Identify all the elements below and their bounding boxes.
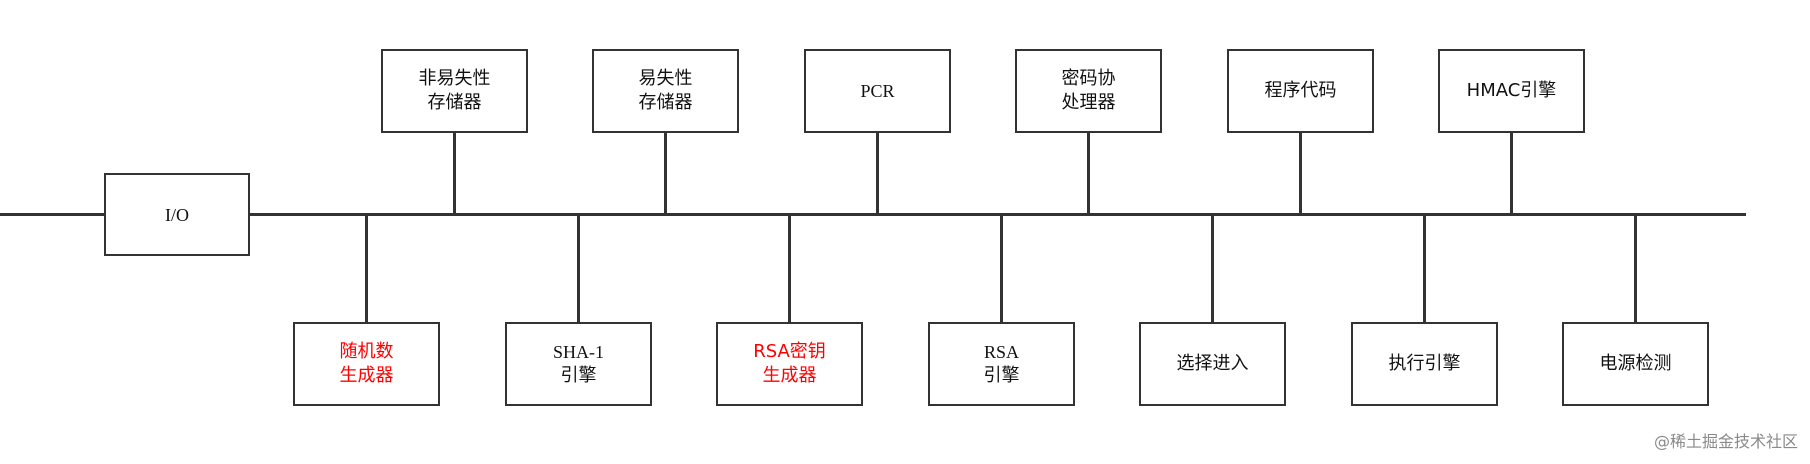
rsa-engine-box: RSA 引擎 [928, 322, 1075, 406]
volatile-storage-label-line1: 易失性 [638, 68, 693, 89]
connector-top-2 [664, 131, 667, 216]
sha1-engine-box: SHA-1 引擎 [505, 322, 652, 406]
rsa-keygen-label-line2: 生成器 [762, 365, 817, 386]
connector-top-4 [1087, 131, 1090, 216]
rsa-keygen-label-line1: RSA密钥 [753, 341, 826, 362]
volatile-storage-box: 易失性 存储器 [592, 49, 739, 133]
crypto-coprocessor-label-line1: 密码协 [1061, 68, 1116, 89]
connector-bottom-6 [1423, 213, 1426, 325]
sha1-label-line1: SHA-1 [552, 342, 604, 362]
pcr-box: PCR [804, 49, 951, 133]
rng-label-line2: 生成器 [339, 365, 394, 386]
connector-top-3 [876, 131, 879, 216]
crypto-coprocessor-box: 密码协 处理器 [1015, 49, 1162, 133]
connector-top-1 [453, 131, 456, 216]
connector-bottom-4 [1000, 213, 1003, 325]
connector-bottom-1 [365, 213, 368, 325]
hmac-engine-box: HMAC引擎 [1438, 49, 1585, 133]
opt-in-label: 选择进入 [1176, 353, 1249, 374]
nonvolatile-storage-label-line1: 非易失性 [418, 68, 491, 89]
connector-bottom-7 [1634, 213, 1637, 325]
power-detection-label: 电源检测 [1599, 353, 1672, 374]
rsa-engine-label-line2: 引擎 [983, 365, 1020, 386]
pcr-label: PCR [860, 81, 895, 101]
crypto-coprocessor-label-line2: 处理器 [1061, 92, 1116, 113]
io-box-label: I/O [165, 204, 189, 225]
nonvolatile-storage-box: 非易失性 存储器 [381, 49, 528, 133]
watermark: @稀土掘金技术社区 [1653, 432, 1798, 451]
connector-top-5 [1299, 131, 1302, 216]
program-code-label: 程序代码 [1264, 80, 1337, 101]
connector-bottom-3 [788, 213, 791, 325]
power-detection-box: 电源检测 [1562, 322, 1709, 406]
execution-engine-label: 执行引擎 [1388, 353, 1461, 374]
volatile-storage-label-line2: 存储器 [638, 92, 693, 113]
rsa-key-generator-box: RSA密钥 生成器 [716, 322, 863, 406]
io-box: I/O [104, 173, 250, 256]
nonvolatile-storage-label-line2: 存储器 [427, 92, 482, 113]
sha1-label-line2: 引擎 [560, 365, 597, 386]
rng-label-line1: 随机数 [339, 341, 394, 362]
opt-in-box: 选择进入 [1139, 322, 1286, 406]
connector-top-6 [1510, 131, 1513, 216]
connector-bottom-2 [577, 213, 580, 325]
rsa-engine-label-line1: RSA [983, 342, 1019, 362]
execution-engine-box: 执行引擎 [1351, 322, 1498, 406]
main-bus-line [0, 213, 1746, 216]
connector-bottom-5 [1211, 213, 1214, 325]
random-number-generator-box: 随机数 生成器 [293, 322, 440, 406]
hmac-engine-label: HMAC引擎 [1466, 80, 1557, 101]
program-code-box: 程序代码 [1227, 49, 1374, 133]
